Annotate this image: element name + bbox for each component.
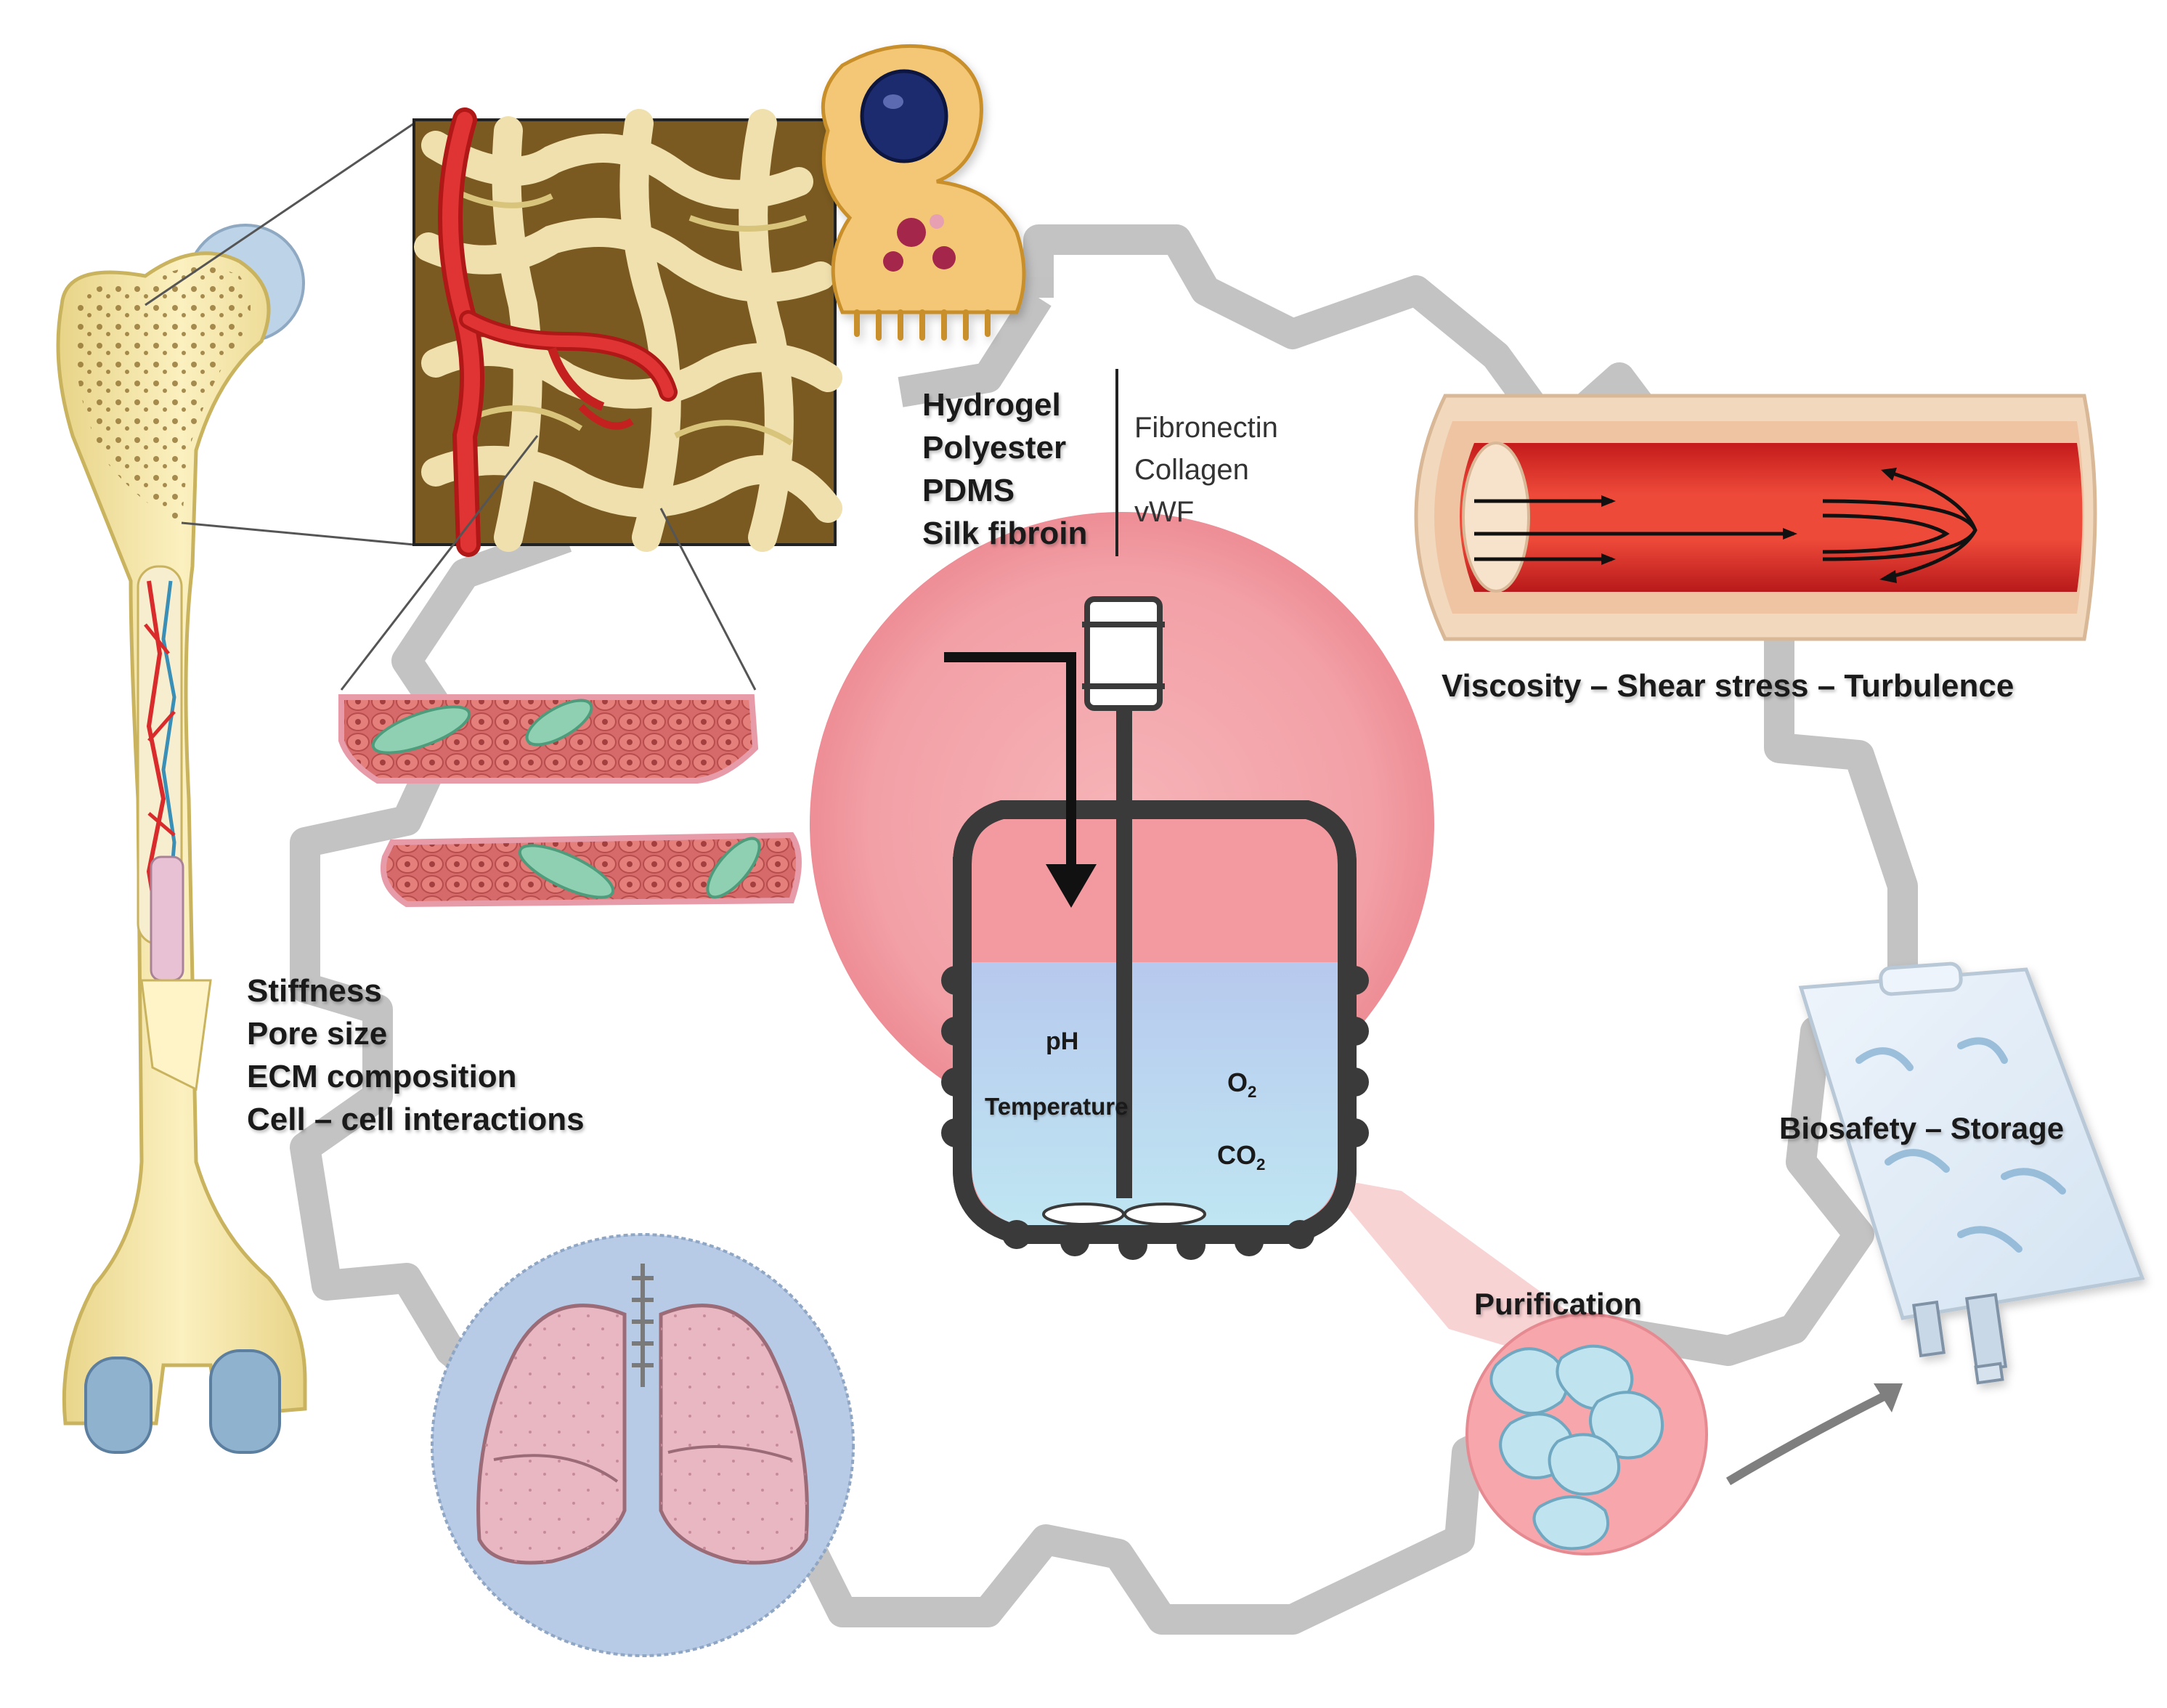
- blood-vessel-icon: [1414, 394, 2097, 641]
- curved-arrow-icon: [1725, 1390, 1890, 1486]
- o2-label: O2: [1227, 1068, 1257, 1101]
- matrix-materials-list: Hydrogel Polyester PDMS Silk fibroin: [922, 383, 1087, 555]
- femur-bone-icon: [56, 122, 415, 1454]
- bioreactor-icon: [810, 512, 1692, 1402]
- coatings-list: Fibronectin Collagen vWF: [1134, 407, 1278, 533]
- temperature-label: Temperature: [985, 1093, 1129, 1120]
- coating-vwf: vWF: [1134, 496, 1195, 528]
- material-pdms: PDMS: [922, 473, 1015, 508]
- purification-label: Purification: [1474, 1287, 1643, 1321]
- property-ecm-composition: ECM composition: [247, 1059, 517, 1094]
- flow-label: Viscosity – Shear stress – Turbulence: [1442, 668, 2014, 704]
- o2-base: O: [1227, 1068, 1248, 1097]
- o2-subscript: 2: [1248, 1082, 1257, 1101]
- property-stiffness: Stiffness: [247, 973, 382, 1009]
- coating-fibronectin: Fibronectin: [1134, 412, 1278, 444]
- tissue-slab-icon: [338, 694, 802, 908]
- co2-label: CO2: [1217, 1140, 1266, 1174]
- storage-label: Biosafety – Storage: [1779, 1111, 2065, 1145]
- coating-collagen: Collagen: [1134, 454, 1249, 486]
- property-pore-size: Pore size: [247, 1016, 388, 1052]
- material-silk-fibroin: Silk fibroin: [922, 516, 1088, 551]
- property-cell-interactions: Cell – cell interactions: [247, 1102, 585, 1137]
- bone-marrow-niche-icon: [340, 107, 842, 691]
- niche-properties-list: Stiffness Pore size ECM composition Cell…: [247, 969, 585, 1141]
- platelets-icon: [1465, 1313, 1903, 1556]
- co2-subscript: 2: [1256, 1155, 1266, 1174]
- material-hydrogel: Hydrogel: [922, 387, 1061, 423]
- blood-bag-icon: [1798, 961, 2145, 1385]
- lungs-icon: [431, 1233, 855, 1657]
- gear-outline-icon: [290, 224, 1918, 1635]
- material-polyester: Polyester: [922, 430, 1067, 465]
- co2-base: CO: [1217, 1140, 1256, 1170]
- megakaryocyte-icon: [821, 44, 1026, 341]
- ph-label: pH: [1046, 1028, 1079, 1055]
